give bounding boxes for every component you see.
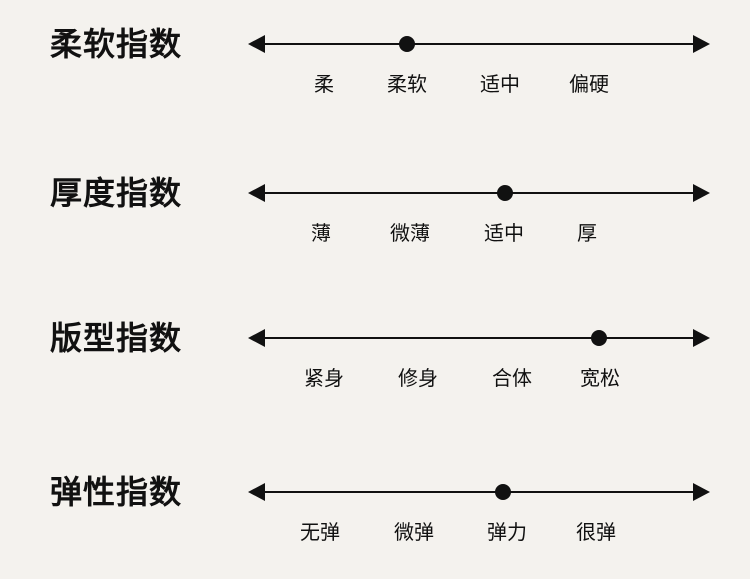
tick-label: 弹力 [487, 520, 527, 544]
tick-label: 修身 [398, 366, 438, 390]
dot-marker-icon [497, 185, 513, 201]
row-title: 柔软指数 [50, 25, 183, 63]
right-arrow-icon [693, 35, 710, 53]
scale-line [262, 43, 696, 45]
scale-line [262, 192, 696, 194]
right-arrow-icon [693, 184, 710, 202]
tick-label: 偏硬 [569, 72, 609, 96]
tick-label: 柔 [314, 72, 334, 96]
tick-labels: 紧身 修身 合体 宽松 [0, 366, 750, 390]
index-row-elasticity: 弹性指数 无弹 微弹 弹力 很弹 [0, 472, 750, 552]
tick-label: 适中 [484, 221, 524, 245]
index-scale [248, 483, 710, 501]
index-row-fit: 版型指数 紧身 修身 合体 宽松 [0, 318, 750, 398]
left-arrow-icon [248, 483, 265, 501]
index-row-softness: 柔软指数 柔 柔软 适中 偏硬 [0, 24, 750, 104]
right-arrow-icon [693, 329, 710, 347]
left-arrow-icon [248, 184, 265, 202]
left-arrow-icon [248, 35, 265, 53]
index-scale [248, 184, 710, 202]
tick-label: 薄 [311, 221, 331, 245]
tick-label: 紧身 [304, 366, 344, 390]
tick-label: 微弹 [394, 520, 434, 544]
dot-marker-icon [399, 36, 415, 52]
row-title: 厚度指数 [50, 174, 183, 212]
row-title: 弹性指数 [50, 473, 183, 511]
tick-label: 厚 [577, 221, 597, 245]
tick-label: 合体 [492, 366, 532, 390]
tick-label: 宽松 [580, 366, 620, 390]
dot-marker-icon [591, 330, 607, 346]
scale-line [262, 337, 696, 339]
left-arrow-icon [248, 329, 265, 347]
tick-labels: 无弹 微弹 弹力 很弹 [0, 520, 750, 544]
tick-labels: 柔 柔软 适中 偏硬 [0, 72, 750, 96]
tick-label: 很弹 [576, 520, 616, 544]
tick-label: 适中 [480, 72, 520, 96]
dot-marker-icon [495, 484, 511, 500]
index-scale [248, 329, 710, 347]
row-title: 版型指数 [50, 319, 183, 357]
tick-label: 无弹 [300, 520, 340, 544]
tick-labels: 薄 微薄 适中 厚 [0, 221, 750, 245]
right-arrow-icon [693, 483, 710, 501]
tick-label: 柔软 [387, 72, 427, 96]
index-scale [248, 35, 710, 53]
tick-label: 微薄 [390, 221, 430, 245]
index-row-thickness: 厚度指数 薄 微薄 适中 厚 [0, 173, 750, 253]
scale-line [262, 491, 696, 493]
